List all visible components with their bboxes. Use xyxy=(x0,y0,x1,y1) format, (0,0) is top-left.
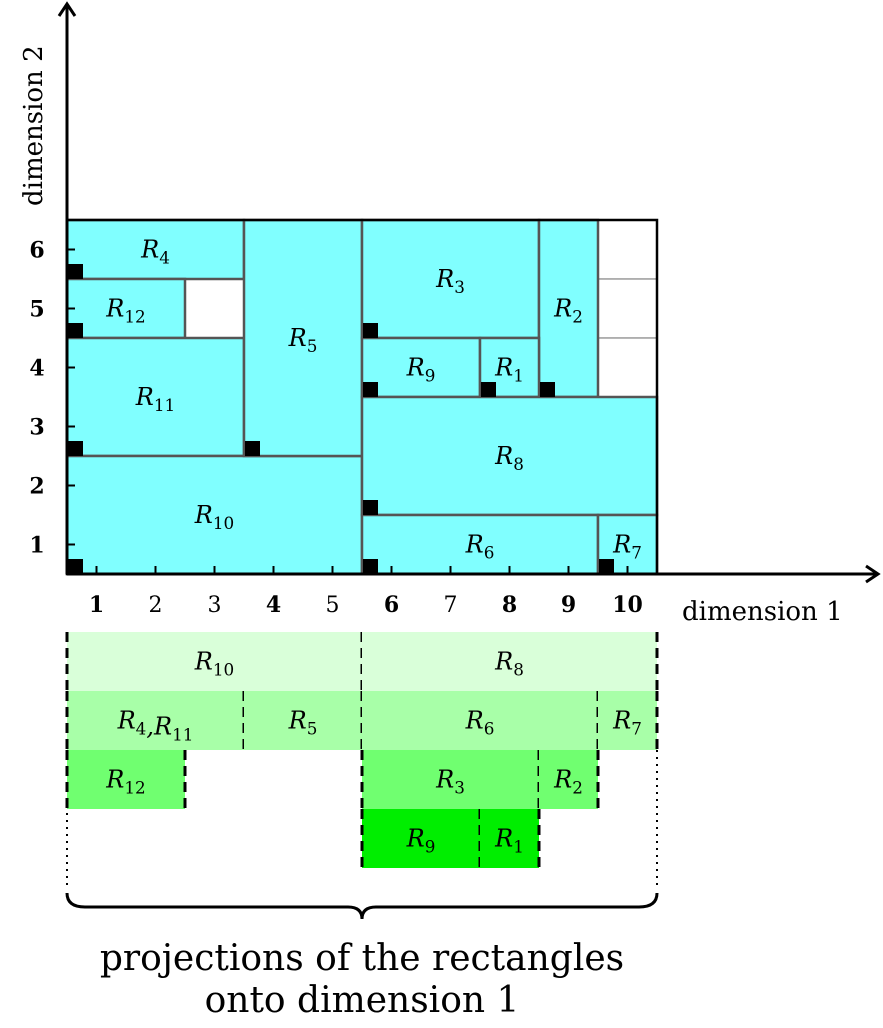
rectangle-label-r8: R8 xyxy=(494,442,524,474)
projection-bar-r6 xyxy=(362,691,598,750)
rectangle-label-r7: R7 xyxy=(612,531,642,563)
y-tick-label: 6 xyxy=(29,238,44,264)
caption-line-2: onto dimension 1 xyxy=(205,980,520,1021)
corner-marker-r9 xyxy=(363,382,378,397)
corner-marker-r2 xyxy=(540,382,555,397)
caption-line-1: projections of the rectangles xyxy=(100,938,624,979)
rectangle-label-r11: R11 xyxy=(135,383,175,415)
x-axis-label: dimension 1 xyxy=(682,597,843,627)
projection-bar-r8 xyxy=(362,632,657,691)
projection-label-r7: R7 xyxy=(612,707,642,739)
corner-marker-r7 xyxy=(599,559,614,574)
empty-cell xyxy=(184,278,245,339)
rectangle-r9 xyxy=(360,336,482,399)
x-tick-label: 1 xyxy=(89,592,104,618)
x-tick-label: 7 xyxy=(444,593,458,618)
corner-marker-r5 xyxy=(245,441,260,456)
corner-marker-r1 xyxy=(481,382,496,397)
projection-bar-r1 xyxy=(480,809,539,868)
rectangle-r3 xyxy=(360,218,541,340)
projection-bar-r12 xyxy=(67,750,185,809)
rectangle-label-r3: R3 xyxy=(435,265,465,297)
y-tick-label: 2 xyxy=(29,474,44,500)
y-axis-label: dimension 2 xyxy=(19,45,49,206)
rectangle-label-r4: R4 xyxy=(140,236,170,268)
x-tick-label: 2 xyxy=(149,593,163,618)
projection-label-r8: R8 xyxy=(494,648,524,680)
x-tick-label: 9 xyxy=(561,592,576,618)
empty-cell xyxy=(597,337,658,398)
rectangle-label-r12: R12 xyxy=(105,295,145,327)
rectangle-r8 xyxy=(360,395,659,517)
corner-marker-r8 xyxy=(363,500,378,515)
x-axis-arrowhead xyxy=(865,564,881,584)
curly-brace xyxy=(65,892,659,920)
rectangle-label-r6: R6 xyxy=(465,531,495,563)
rectangle-r2 xyxy=(537,218,600,399)
x-ticks-layer: 1 2 3 4 5 6 7 8 9 10 xyxy=(89,566,643,618)
projection-label-r1: R1 xyxy=(494,825,524,857)
empty-cells xyxy=(184,219,658,398)
corner-marker-r6 xyxy=(363,559,378,574)
brace-layer xyxy=(65,892,659,920)
rectangle-label-r1: R1 xyxy=(494,354,524,386)
projection-label-r3: R3 xyxy=(435,766,465,798)
y-axis-arrowhead xyxy=(57,1,77,17)
x-tick-label: 3 xyxy=(208,593,222,618)
projection-label-r10: R10 xyxy=(194,648,234,680)
projection-label-r5: R5 xyxy=(288,707,318,739)
projection-bar-r9 xyxy=(362,809,480,868)
projection-bar-r2 xyxy=(539,750,598,809)
projection-label-r9: R9 xyxy=(406,825,436,857)
corner-marker-r12 xyxy=(68,323,83,338)
corner-marker-r11 xyxy=(68,441,83,456)
corner-marker-r10 xyxy=(68,559,83,574)
projection-bar-r4-r11 xyxy=(67,691,244,750)
projection-bar-r5 xyxy=(244,691,362,750)
empty-cell xyxy=(597,219,658,280)
projection-bar-r10 xyxy=(67,632,362,691)
rectangle-label-r5: R5 xyxy=(288,324,318,356)
y-tick-label: 4 xyxy=(29,356,44,382)
x-tick-label: 6 xyxy=(384,592,399,618)
x-tick-label: 4 xyxy=(266,592,281,618)
x-tick-label: 5 xyxy=(326,593,340,618)
rectangle-label-r2: R2 xyxy=(553,295,583,327)
rectangle-r5 xyxy=(242,218,364,458)
corner-markers-layer xyxy=(68,264,614,574)
x-tick-label: 8 xyxy=(502,592,517,618)
y-ticks-layer: 1 2 3 4 5 6 xyxy=(29,238,75,559)
rectangle-label-r10: R10 xyxy=(194,501,234,533)
projection-bar-r3 xyxy=(362,750,539,809)
x-tick-label: 10 xyxy=(612,592,643,618)
y-tick-label: 1 xyxy=(29,533,44,559)
empty-cell xyxy=(597,278,658,339)
projection-bar-r7 xyxy=(598,691,657,750)
projection-label-r4-r11: R4,R11 xyxy=(117,707,194,745)
y-tick-label: 3 xyxy=(29,415,44,441)
projection-label-r2: R2 xyxy=(553,766,583,798)
projection-label-r12: R12 xyxy=(105,766,145,798)
projection-label-r6: R6 xyxy=(465,707,495,739)
corner-marker-r4 xyxy=(68,264,83,279)
rectangle-label-r9: R9 xyxy=(406,354,436,386)
rectangles-layer xyxy=(65,218,659,576)
rectangle-r7 xyxy=(596,513,659,576)
axes-layer: dimension 1 dimension 2 xyxy=(19,1,881,627)
y-tick-label: 5 xyxy=(29,297,44,323)
corner-marker-r3 xyxy=(363,323,378,338)
